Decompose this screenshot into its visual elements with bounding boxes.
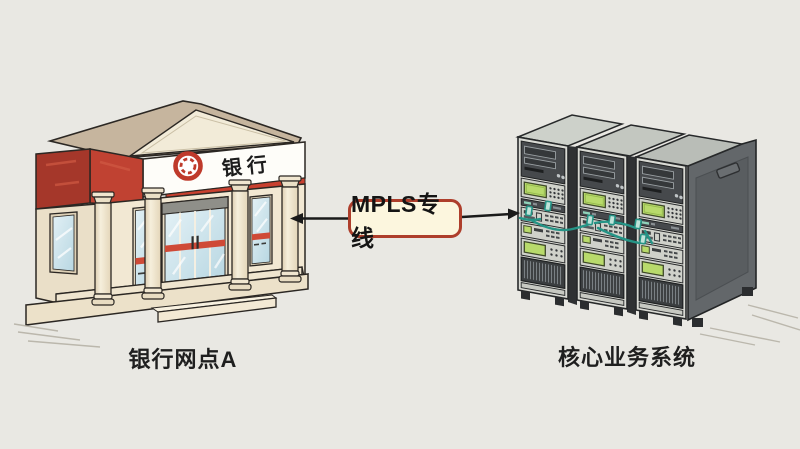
server-racks-illustration [515,114,800,346]
rack1-front [517,136,569,308]
core-system-caption: 核心业务系统 [557,345,696,370]
mpls-link-arrow [290,208,520,224]
bank-pediment [127,109,295,157]
bank-entrance-door [161,195,229,293]
cabinet-handle [716,162,741,179]
rack2-front [576,146,628,318]
bank-logo-icon [173,151,203,181]
bank-red-block-side [35,148,91,210]
bank-sign-text: 银行 [221,151,273,180]
bank-caption: 银行网点A [128,347,238,372]
bank-shadow-sketch [13,323,101,348]
cable-plug [585,213,595,227]
cable-plug [524,204,534,218]
arrowhead-left-icon [290,213,303,224]
bank-columns [91,175,302,306]
cable-plug [607,213,617,227]
server-shadow-sketch [699,304,800,346]
bank-building-illustration: 银行 [13,100,310,348]
arrowhead-right-icon [508,208,520,220]
network-cables [518,199,654,246]
cable-plug [543,199,553,213]
mpls-link-label: MPLS专线 [348,191,462,251]
cable-plug [633,217,643,231]
cable-plug [638,232,648,246]
